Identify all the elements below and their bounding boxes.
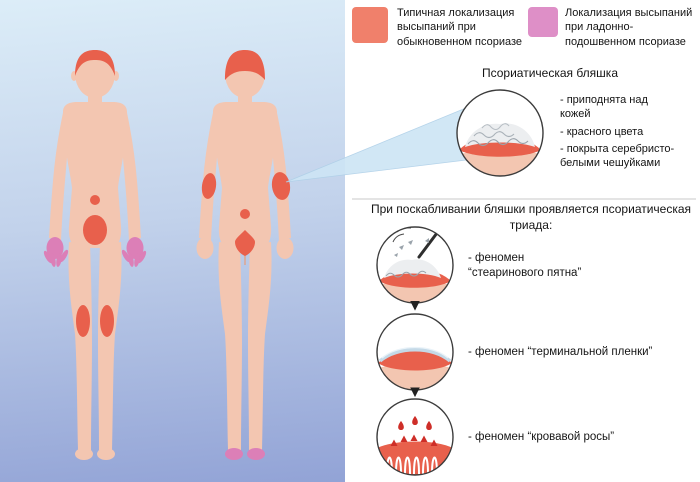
back-scalp-patch: [225, 50, 265, 80]
palm-patches: [43, 237, 147, 267]
plaque-feature: - покрыта серебристо-белыми чешуйками: [560, 142, 675, 170]
right-elbow-patch: [271, 172, 291, 200]
right-arm: [119, 108, 141, 240]
scraper-icon: [417, 231, 439, 259]
groin-patch: [83, 215, 107, 245]
left-leg: [68, 242, 92, 450]
triad-step-label-terminal-film: - феномен “терминальной пленки”: [468, 346, 653, 358]
front-psoriasis-patches: [75, 50, 115, 337]
left-foot: [75, 448, 93, 460]
left-hand: [196, 237, 214, 259]
right-foot: [97, 448, 115, 460]
left-arm: [49, 108, 71, 240]
plaque-feature-list: - приподнята над кожей - красного цвета …: [560, 93, 680, 173]
scalp-patch: [75, 50, 115, 76]
legend-label-palmoplantar: Локализация высыпаний при ладонно-подошв…: [565, 7, 693, 48]
legend-swatch-typical: [352, 7, 388, 43]
scale-flakes: [394, 238, 429, 257]
blood-drops: [390, 416, 438, 446]
terminal-film-circle: [376, 313, 454, 391]
right-leg: [98, 242, 122, 450]
front-body-figure: [43, 50, 147, 460]
triad-step-label-stearin: - феномен “стеаринового пятна”: [468, 252, 582, 279]
plaque-section-title: Псориатическая бляшка: [481, 66, 618, 80]
triad-section-title: При поскабливании бляшки проявляется псо…: [370, 202, 692, 232]
right-hand: [276, 237, 294, 259]
torso: [63, 102, 127, 248]
back-body-figure: [196, 50, 294, 460]
plaque-feature: - красного цвета: [560, 125, 644, 138]
stearin-spot-circle: [376, 226, 454, 304]
sole-patches: [225, 448, 265, 460]
right-knee-patch: [100, 305, 114, 337]
navel-patch: [90, 195, 100, 205]
left-knee-patch: [76, 305, 90, 337]
legend-label-typical: Типичная локализация высыпаний при обыкн…: [397, 7, 523, 48]
plaque-zoom-circle: [456, 89, 544, 177]
front-body-skin: [49, 50, 141, 460]
lower-back-patch: [240, 209, 250, 219]
zoom-callout-beam: [285, 107, 467, 183]
left-heel-patch: [225, 448, 243, 460]
plaque-feature: - приподнята над кожей: [560, 94, 648, 121]
back-psoriasis-patches: [201, 50, 291, 256]
triad-step-label-blood-dew: - феномен “кровавой росы”: [468, 431, 615, 443]
blood-dew-circle: [376, 398, 454, 476]
capillary-loops: [386, 456, 438, 475]
sacrum-patch: [235, 230, 255, 256]
right-heel-patch: [247, 448, 265, 460]
legend-swatch-palmoplantar: [528, 7, 558, 37]
left-elbow-patch: [201, 173, 217, 199]
